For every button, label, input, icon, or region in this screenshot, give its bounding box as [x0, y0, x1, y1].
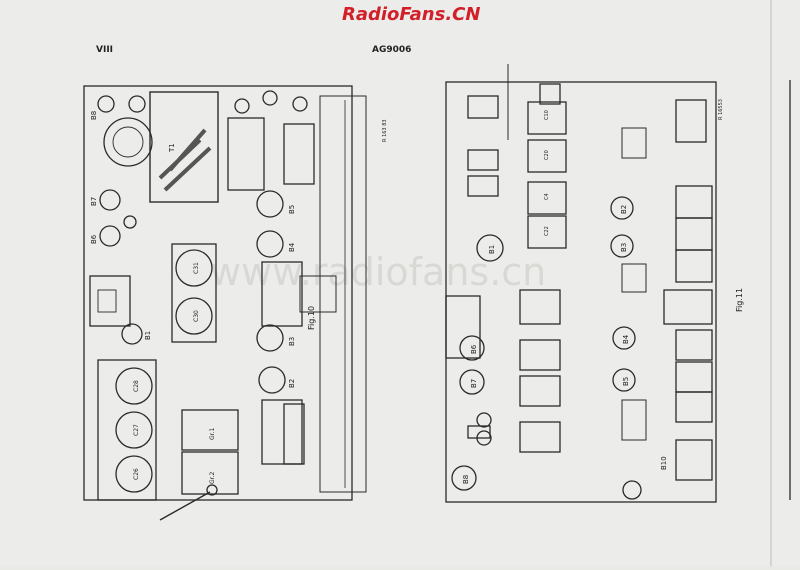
- cap-group-c31-c30: [171, 243, 217, 343]
- cap-c28: [115, 367, 153, 405]
- label-t1: T1: [168, 143, 176, 153]
- watermark: www.radiofans.cn: [210, 250, 546, 294]
- fig11-label-c4: C4: [544, 193, 550, 200]
- fig11-id-code: R 16553: [718, 99, 724, 120]
- label-c26: C26: [133, 468, 140, 480]
- site-logo: RadioFans.CN: [342, 4, 480, 25]
- fig11-label-b5: B5: [622, 377, 630, 386]
- label-b2: B2: [288, 379, 296, 388]
- transistor-b2: [258, 366, 286, 394]
- fig11-label-b4: B4: [622, 334, 630, 344]
- cap-c27: [115, 411, 153, 449]
- transistor-b3: [256, 324, 284, 352]
- fig11-label-b1: B1: [488, 245, 496, 254]
- label-b6: B6: [90, 234, 98, 244]
- label-b5: B5: [288, 205, 296, 214]
- label-b1: B1: [144, 331, 152, 340]
- fig11-label-c20: C20: [544, 150, 550, 160]
- fig11-tube-b7: [459, 369, 485, 395]
- switch-block: [89, 275, 131, 327]
- label-c31: C31: [193, 262, 200, 274]
- page-number: VIII: [96, 45, 113, 55]
- cap-c30: [175, 297, 213, 335]
- cap-group-c28-c26: [97, 359, 157, 501]
- fig11-tube-b3: [610, 234, 634, 258]
- fig11-label-b7: B7: [470, 379, 478, 388]
- transistor-b5: [256, 190, 284, 218]
- fig11-label-b2: B2: [620, 205, 628, 214]
- label-gr1: Gr.1: [209, 428, 216, 440]
- tube-socket-b7: [99, 189, 121, 211]
- fig10-labels: T1 B8 B7 B6 B5 B4 B3 B2 B1 C31 C30 C28 C…: [90, 111, 388, 484]
- fig11-board: [445, 64, 717, 503]
- cap-c31: [175, 249, 213, 287]
- fig11-caption: Fig.11: [735, 288, 744, 312]
- fig10-caption: Fig.10: [307, 306, 316, 330]
- label-b7: B7: [90, 197, 98, 206]
- fig11-tube-b8: [451, 465, 477, 491]
- fig11-label-c22: C22: [544, 226, 550, 236]
- fig11-tube-b2: [610, 196, 634, 220]
- model-number: AG9006: [372, 45, 411, 55]
- cap-c26: [115, 455, 153, 493]
- fig11-label-b3: B3: [620, 243, 628, 252]
- fig11-tube-b5: [612, 368, 636, 392]
- fig10-board: [83, 85, 367, 521]
- transformer-t1: [149, 91, 219, 203]
- tube-socket-b6: [99, 225, 121, 247]
- fig11-outline: [445, 81, 717, 503]
- fig11-label-b8: B8: [462, 475, 470, 484]
- label-b4: B4: [288, 242, 296, 252]
- fig11-tube-b4: [612, 326, 636, 350]
- label-b3: B3: [288, 337, 296, 346]
- label-b8: B8: [90, 111, 98, 120]
- fig11-label-b6: B6: [470, 344, 478, 354]
- tube-socket-b8: [103, 117, 153, 167]
- fig10-outline: [83, 85, 353, 501]
- fig10-side-rail: [319, 95, 367, 493]
- fig11-labels: B1 B2 B3 B4 B5 B6 B7 B8 B10 C10 C20 C4 C…: [462, 99, 744, 484]
- label-c30: C30: [193, 310, 200, 322]
- choke-gr1: [181, 409, 239, 451]
- fig10-id-code: R 163 83: [382, 119, 388, 142]
- fig11-tube-b1: [476, 234, 504, 262]
- fig11-label-b10: B10: [660, 456, 668, 470]
- label-c27: C27: [133, 424, 140, 436]
- transistor-b4: [256, 230, 284, 258]
- fig11-label-c10: C10: [544, 110, 550, 120]
- label-gr2: Gr.2: [209, 472, 216, 484]
- label-c28: C28: [133, 380, 140, 392]
- fig11-tube-b6: [459, 335, 485, 361]
- tube-socket-b1: [121, 323, 143, 345]
